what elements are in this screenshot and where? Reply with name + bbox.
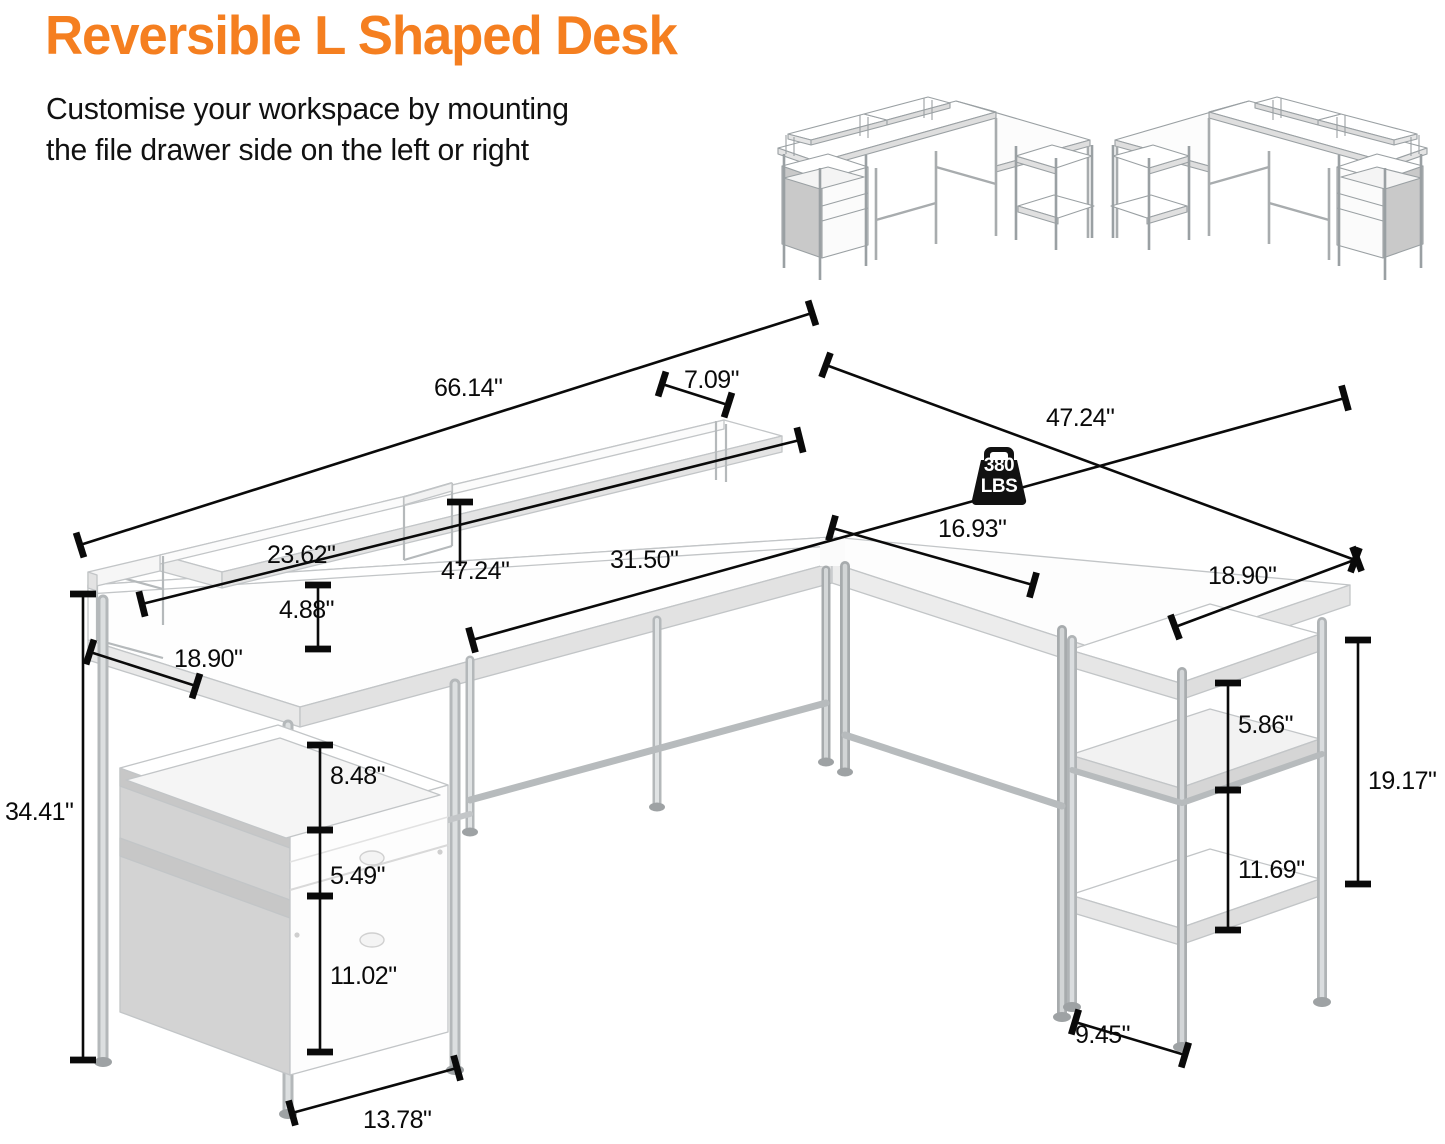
label-16-93: 16.93" <box>938 515 1007 543</box>
label-4-88: 4.88" <box>279 596 335 624</box>
weight-unit: LBS <box>980 476 1018 497</box>
desk-body <box>87 419 1351 1118</box>
page-subtitle: Customise your workspace by mounting the… <box>46 88 569 170</box>
dimline-18-90-left <box>82 638 204 700</box>
dimension-lines <box>70 299 1371 1127</box>
label-5-49: 5.49" <box>330 862 386 890</box>
label-19-17: 19.17" <box>1368 767 1437 795</box>
label-47-24-hutch: 47.24" <box>441 557 510 585</box>
thumbnail-drawer-right <box>1105 88 1445 293</box>
label-18-90-right: 18.90" <box>1208 562 1277 590</box>
thumbnail-drawer-left <box>760 88 1100 293</box>
label-9-45: 9.45" <box>1075 1021 1131 1049</box>
label-31-50: 31.50" <box>610 546 679 574</box>
label-13-78: 13.78" <box>363 1106 432 1134</box>
dimline-9-45 <box>1068 1008 1192 1069</box>
weight-capacity-badge: 380 LBS <box>963 437 1035 509</box>
dimline-47-24-right <box>818 351 1363 574</box>
dimline-16-93 <box>825 514 1040 599</box>
label-34-41: 34.41" <box>5 798 74 826</box>
weight-value: 380 <box>983 455 1015 476</box>
label-11-02: 11.02" <box>330 962 397 990</box>
label-66-14: 66.14" <box>434 374 503 402</box>
label-23-62: 23.62" <box>267 541 336 569</box>
label-7-09: 7.09" <box>684 366 740 394</box>
label-18-90-left: 18.90" <box>174 645 243 673</box>
subtitle-line-2: the file drawer side on the left or righ… <box>46 132 529 167</box>
weight-icon <box>971 447 1027 506</box>
label-47-24-right: 47.24" <box>1046 404 1115 432</box>
dimline-13-78 <box>285 1054 464 1127</box>
label-5-86: 5.86" <box>1238 711 1294 739</box>
label-8-48: 8.48" <box>330 762 386 790</box>
configuration-thumbnails <box>760 88 1445 293</box>
dimline-18-90-right <box>1167 545 1365 641</box>
subtitle-line-1: Customise your workspace by mounting <box>46 91 569 126</box>
label-11-69: 11.69" <box>1238 856 1305 884</box>
page-title: Reversible L Shaped Desk <box>45 4 678 66</box>
